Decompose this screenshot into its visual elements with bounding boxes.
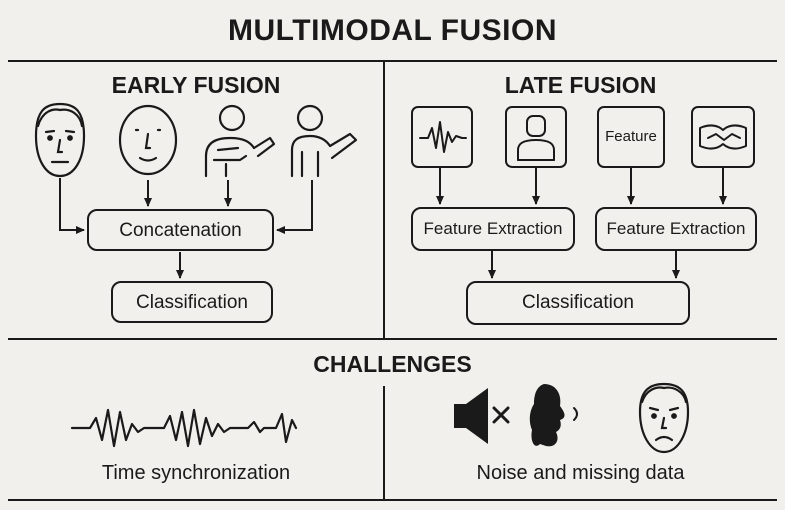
early-arrows [59,178,313,279]
early-concat-box [87,209,274,251]
sad-face-icon [638,382,690,454]
smiling-face-icon [118,104,178,176]
speaking-head-icon [529,384,578,447]
diagram-title: MULTIMODAL FUSION [227,14,558,47]
time-sync-caption: Time synchronization [101,462,291,484]
frame-lines [8,60,777,501]
person-icon [517,115,555,161]
late-arrows [436,168,727,279]
muted-speaker-icon [454,388,510,444]
feature-extraction-right-label: Feature Extraction [606,219,746,238]
early-classification-label: Classification [136,292,248,313]
challenges-heading: CHALLENGES [313,351,472,377]
early-fusion-heading: EARLY FUSION [111,72,281,98]
late-input-boxes [411,106,755,168]
person-pointing-icon [204,104,276,178]
person-gesturing-icon [290,104,358,178]
early-classify-box [111,281,273,323]
late-boxes [411,207,757,325]
late-fusion-heading: LATE FUSION [504,72,657,98]
concatenation-label: Concatenation [119,220,242,241]
signal-waveform-icon [70,408,298,448]
waveform-icon [419,121,467,153]
feature-input-label: Feature [605,128,657,145]
late-classification-label: Classification [522,292,634,313]
noise-missing-caption: Noise and missing data [476,462,685,484]
feature-extraction-left-label: Feature Extraction [423,219,563,238]
gesture-icon [699,124,747,150]
face-icon [34,102,86,178]
